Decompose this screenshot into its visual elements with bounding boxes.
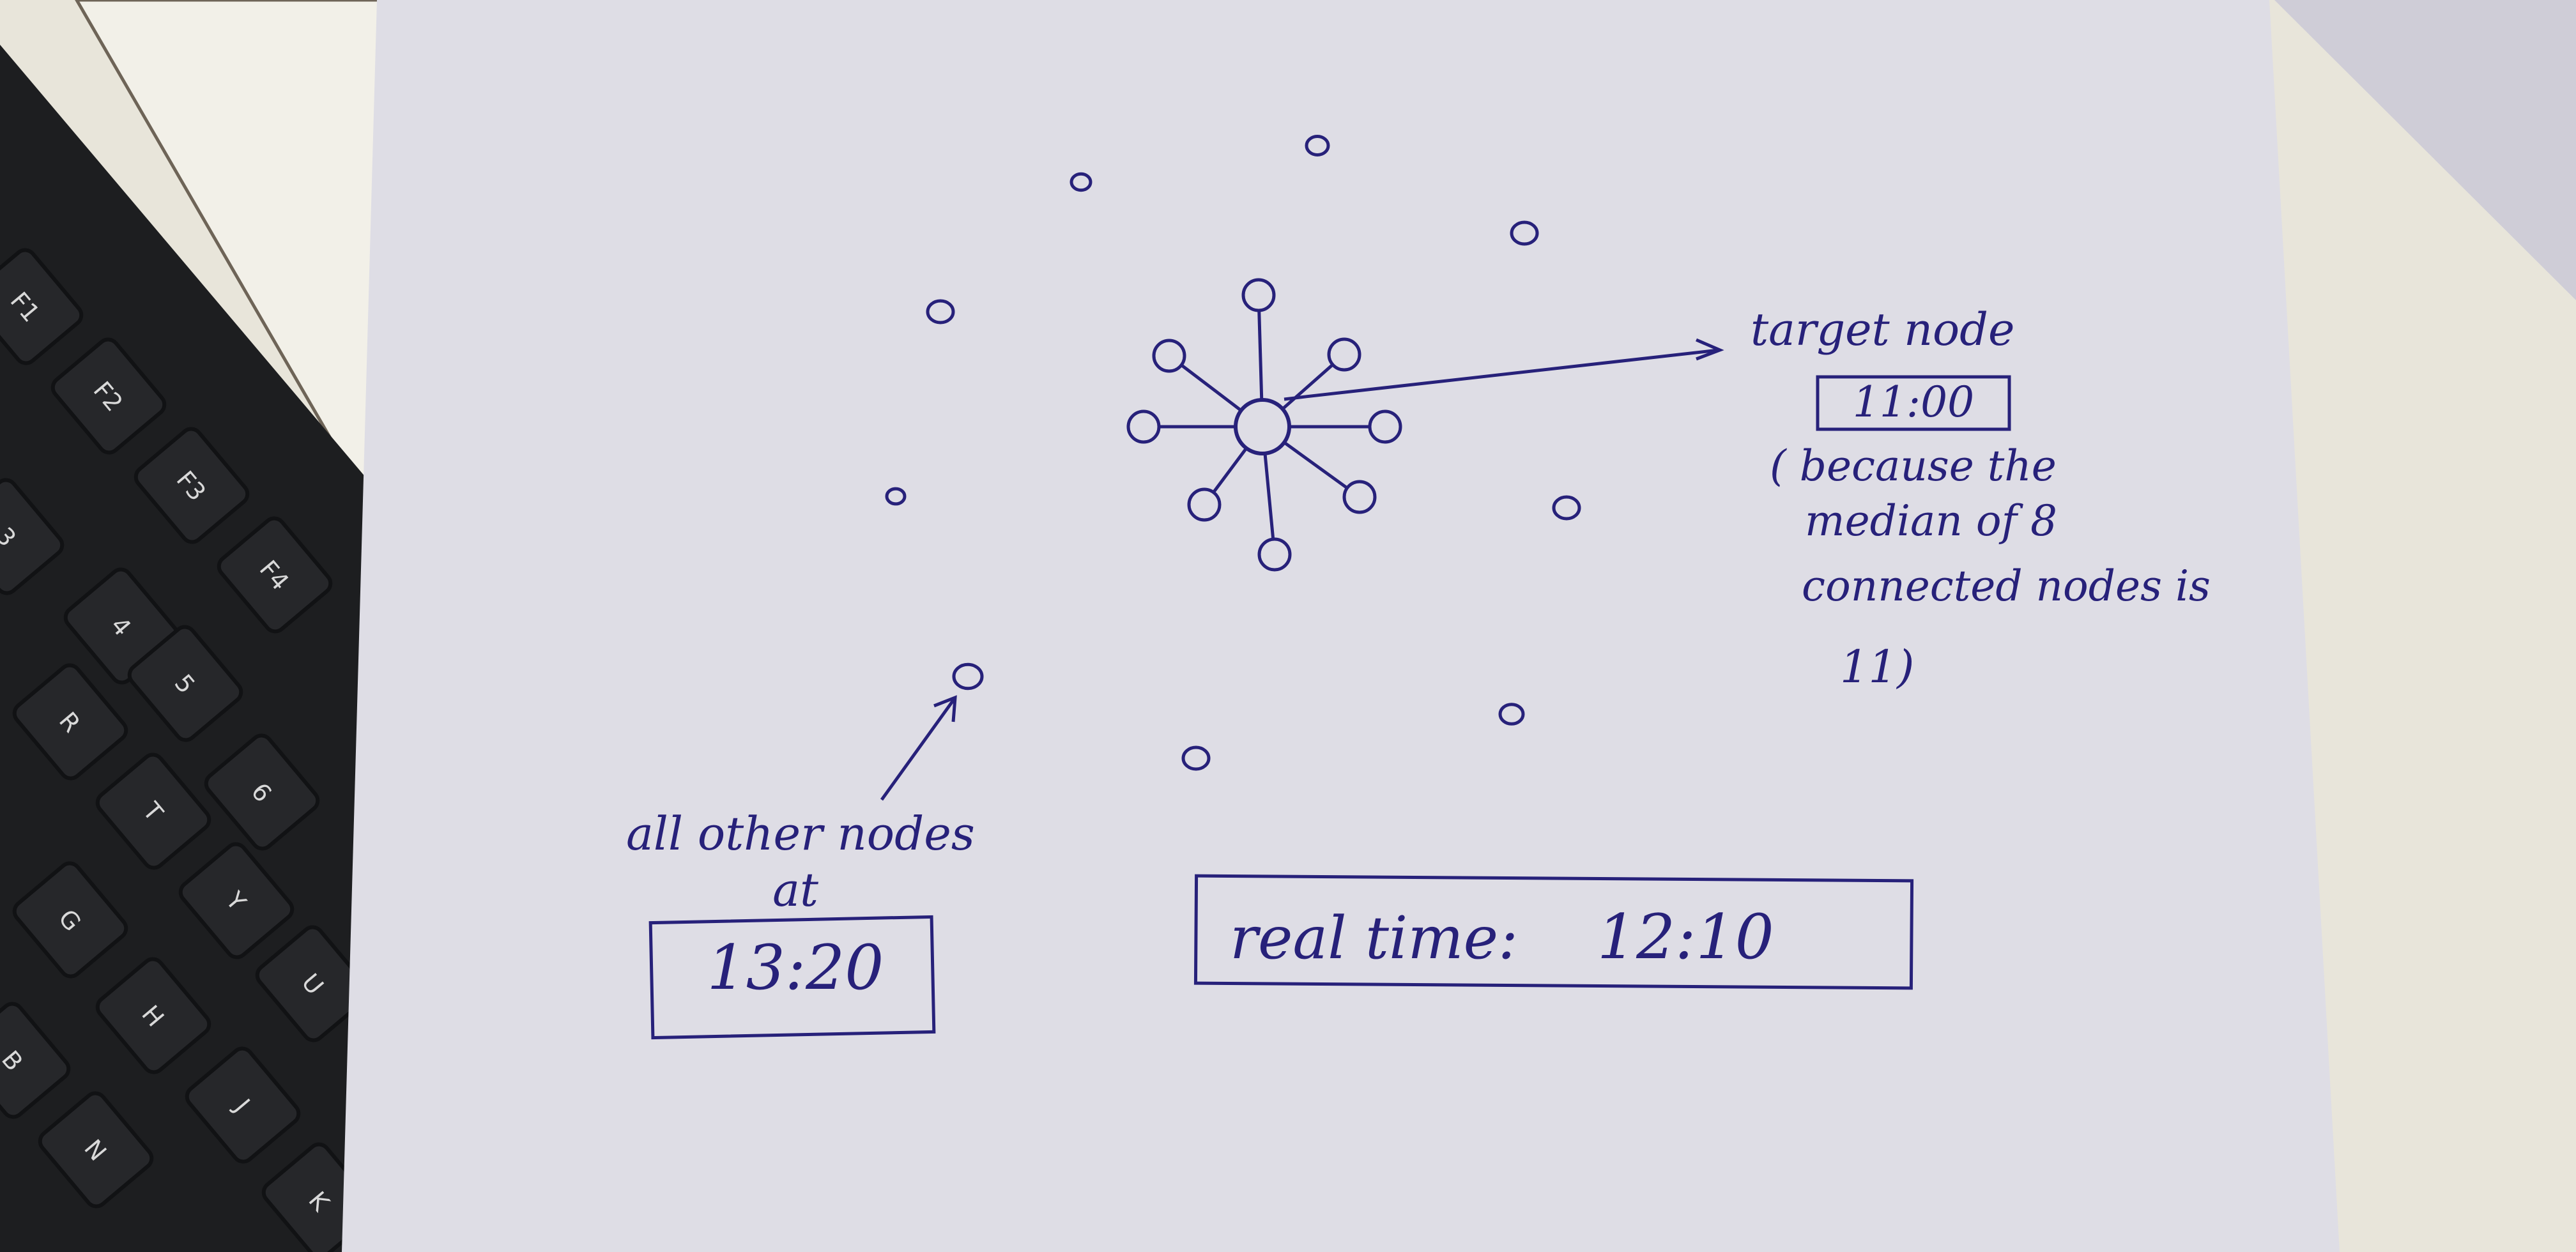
connected-node-5 [1257,537,1292,572]
key-j: J [185,1046,301,1164]
other-nodes-label-line-2: at [772,863,819,917]
connected-node-2 [1327,337,1361,372]
unconnected-node-9 [1181,745,1211,771]
connected-node-6 [1187,487,1222,522]
target-arrow [1284,338,1724,401]
key-3: 3 [0,478,65,595]
key-t: T [95,752,211,870]
explanation-line-3: connected nodes is [1802,561,2211,611]
key-f3: F3 [134,427,250,544]
real-time-value: 12:10 [1597,901,1774,973]
paper-sheet [342,0,2340,1252]
key-n: N [38,1091,154,1209]
edge-1 [1257,310,1264,401]
other-nodes-label-line-1: all other nodes [626,807,975,860]
explanation-line-1: ( because the [1770,441,2057,491]
unconnected-node-6 [1552,495,1581,521]
edges-group [1160,310,1369,539]
target-time-box [1816,375,2011,431]
connected-node-8 [1152,339,1186,373]
other-nodes-time: 13:20 [707,932,884,1004]
unconnected-node-1 [1070,172,1092,192]
key-f2: F2 [50,337,167,455]
real-time-box [1193,874,1914,990]
edge-8 [1181,364,1243,412]
connected-node-3 [1368,409,1402,444]
key-f1: F1 [0,248,84,365]
unconnected-node-4 [926,299,955,324]
unconnected-node-8 [1498,703,1525,726]
connected-node-7 [1126,409,1161,444]
connected-node-4 [1342,480,1377,514]
key-5: 5 [127,625,243,742]
key-6: 6 [204,733,320,851]
target-node [1234,398,1291,455]
edge-4 [1283,441,1348,489]
key-u: U [255,925,371,1042]
other-nodes-time-box [648,915,936,1040]
key-g: G [12,861,128,979]
target-node-label: target node [1751,303,2014,356]
explanation-line-2: median of 8 [1805,496,2057,546]
unconnected-node-2 [1305,135,1330,156]
real-time-label: real time: [1230,904,1518,972]
key-y: Y [178,842,295,959]
edge-2 [1281,363,1333,411]
unconnected-node-5 [885,487,907,506]
key-f4: F4 [217,516,333,634]
explanation-line-4: 11) [1840,641,1914,693]
edge-6 [1212,447,1248,493]
connected-node-1 [1241,278,1276,312]
nodes-group [885,135,1581,771]
paper-sheet-corner [2274,0,2576,300]
edge-5 [1263,453,1275,539]
key-r: R [12,663,128,781]
key-b: B [0,1002,71,1119]
key-h: H [95,957,211,1074]
unconnected-node-7 [952,662,984,691]
target-time: 11:00 [1853,378,1974,427]
unconnected-node-3 [1510,220,1539,246]
other-nodes-arrow [880,695,957,801]
